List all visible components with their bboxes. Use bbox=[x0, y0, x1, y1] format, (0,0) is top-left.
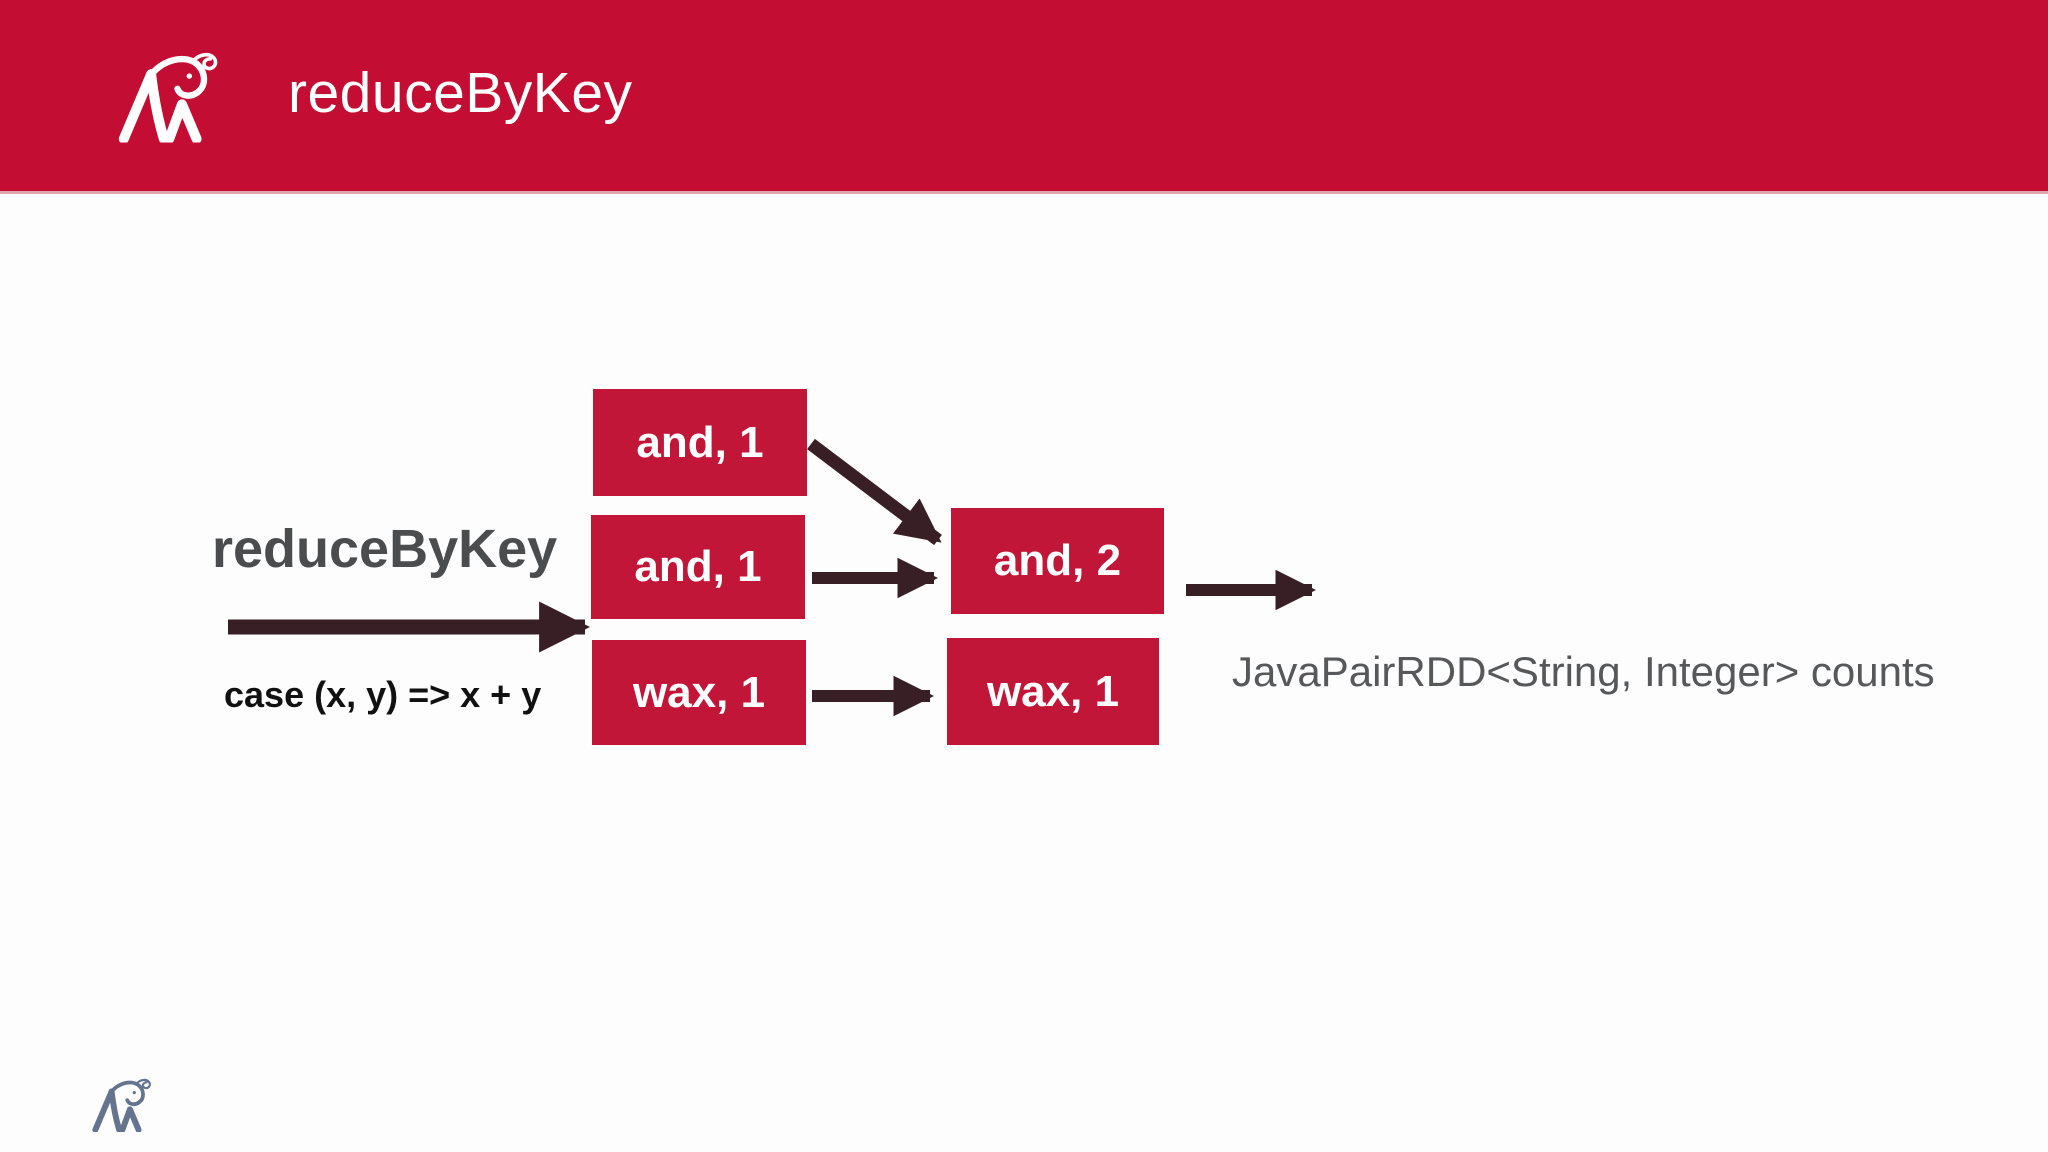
result-type-label: JavaPairRDD<String, Integer> counts bbox=[1232, 648, 1935, 695]
page-title: reduceByKey bbox=[288, 61, 633, 125]
input-box-and-1b: and, 1 bbox=[591, 515, 805, 619]
lambda-expression-label: case (x, y) => x + y bbox=[224, 674, 542, 715]
output-box-and-2: and, 2 bbox=[951, 508, 1164, 614]
elephant-logo-icon bbox=[84, 1078, 164, 1132]
output-box-wax-1: wax, 1 bbox=[947, 638, 1159, 745]
input-box-wax-1: wax, 1 bbox=[592, 640, 806, 745]
operation-label: reduceByKey bbox=[212, 519, 558, 579]
input-box-and-1a: and, 1 bbox=[593, 389, 807, 496]
merge-arrow-top bbox=[807, 438, 942, 546]
header-bar: reduceByKey bbox=[0, 0, 2048, 194]
elephant-logo-icon bbox=[112, 48, 232, 146]
